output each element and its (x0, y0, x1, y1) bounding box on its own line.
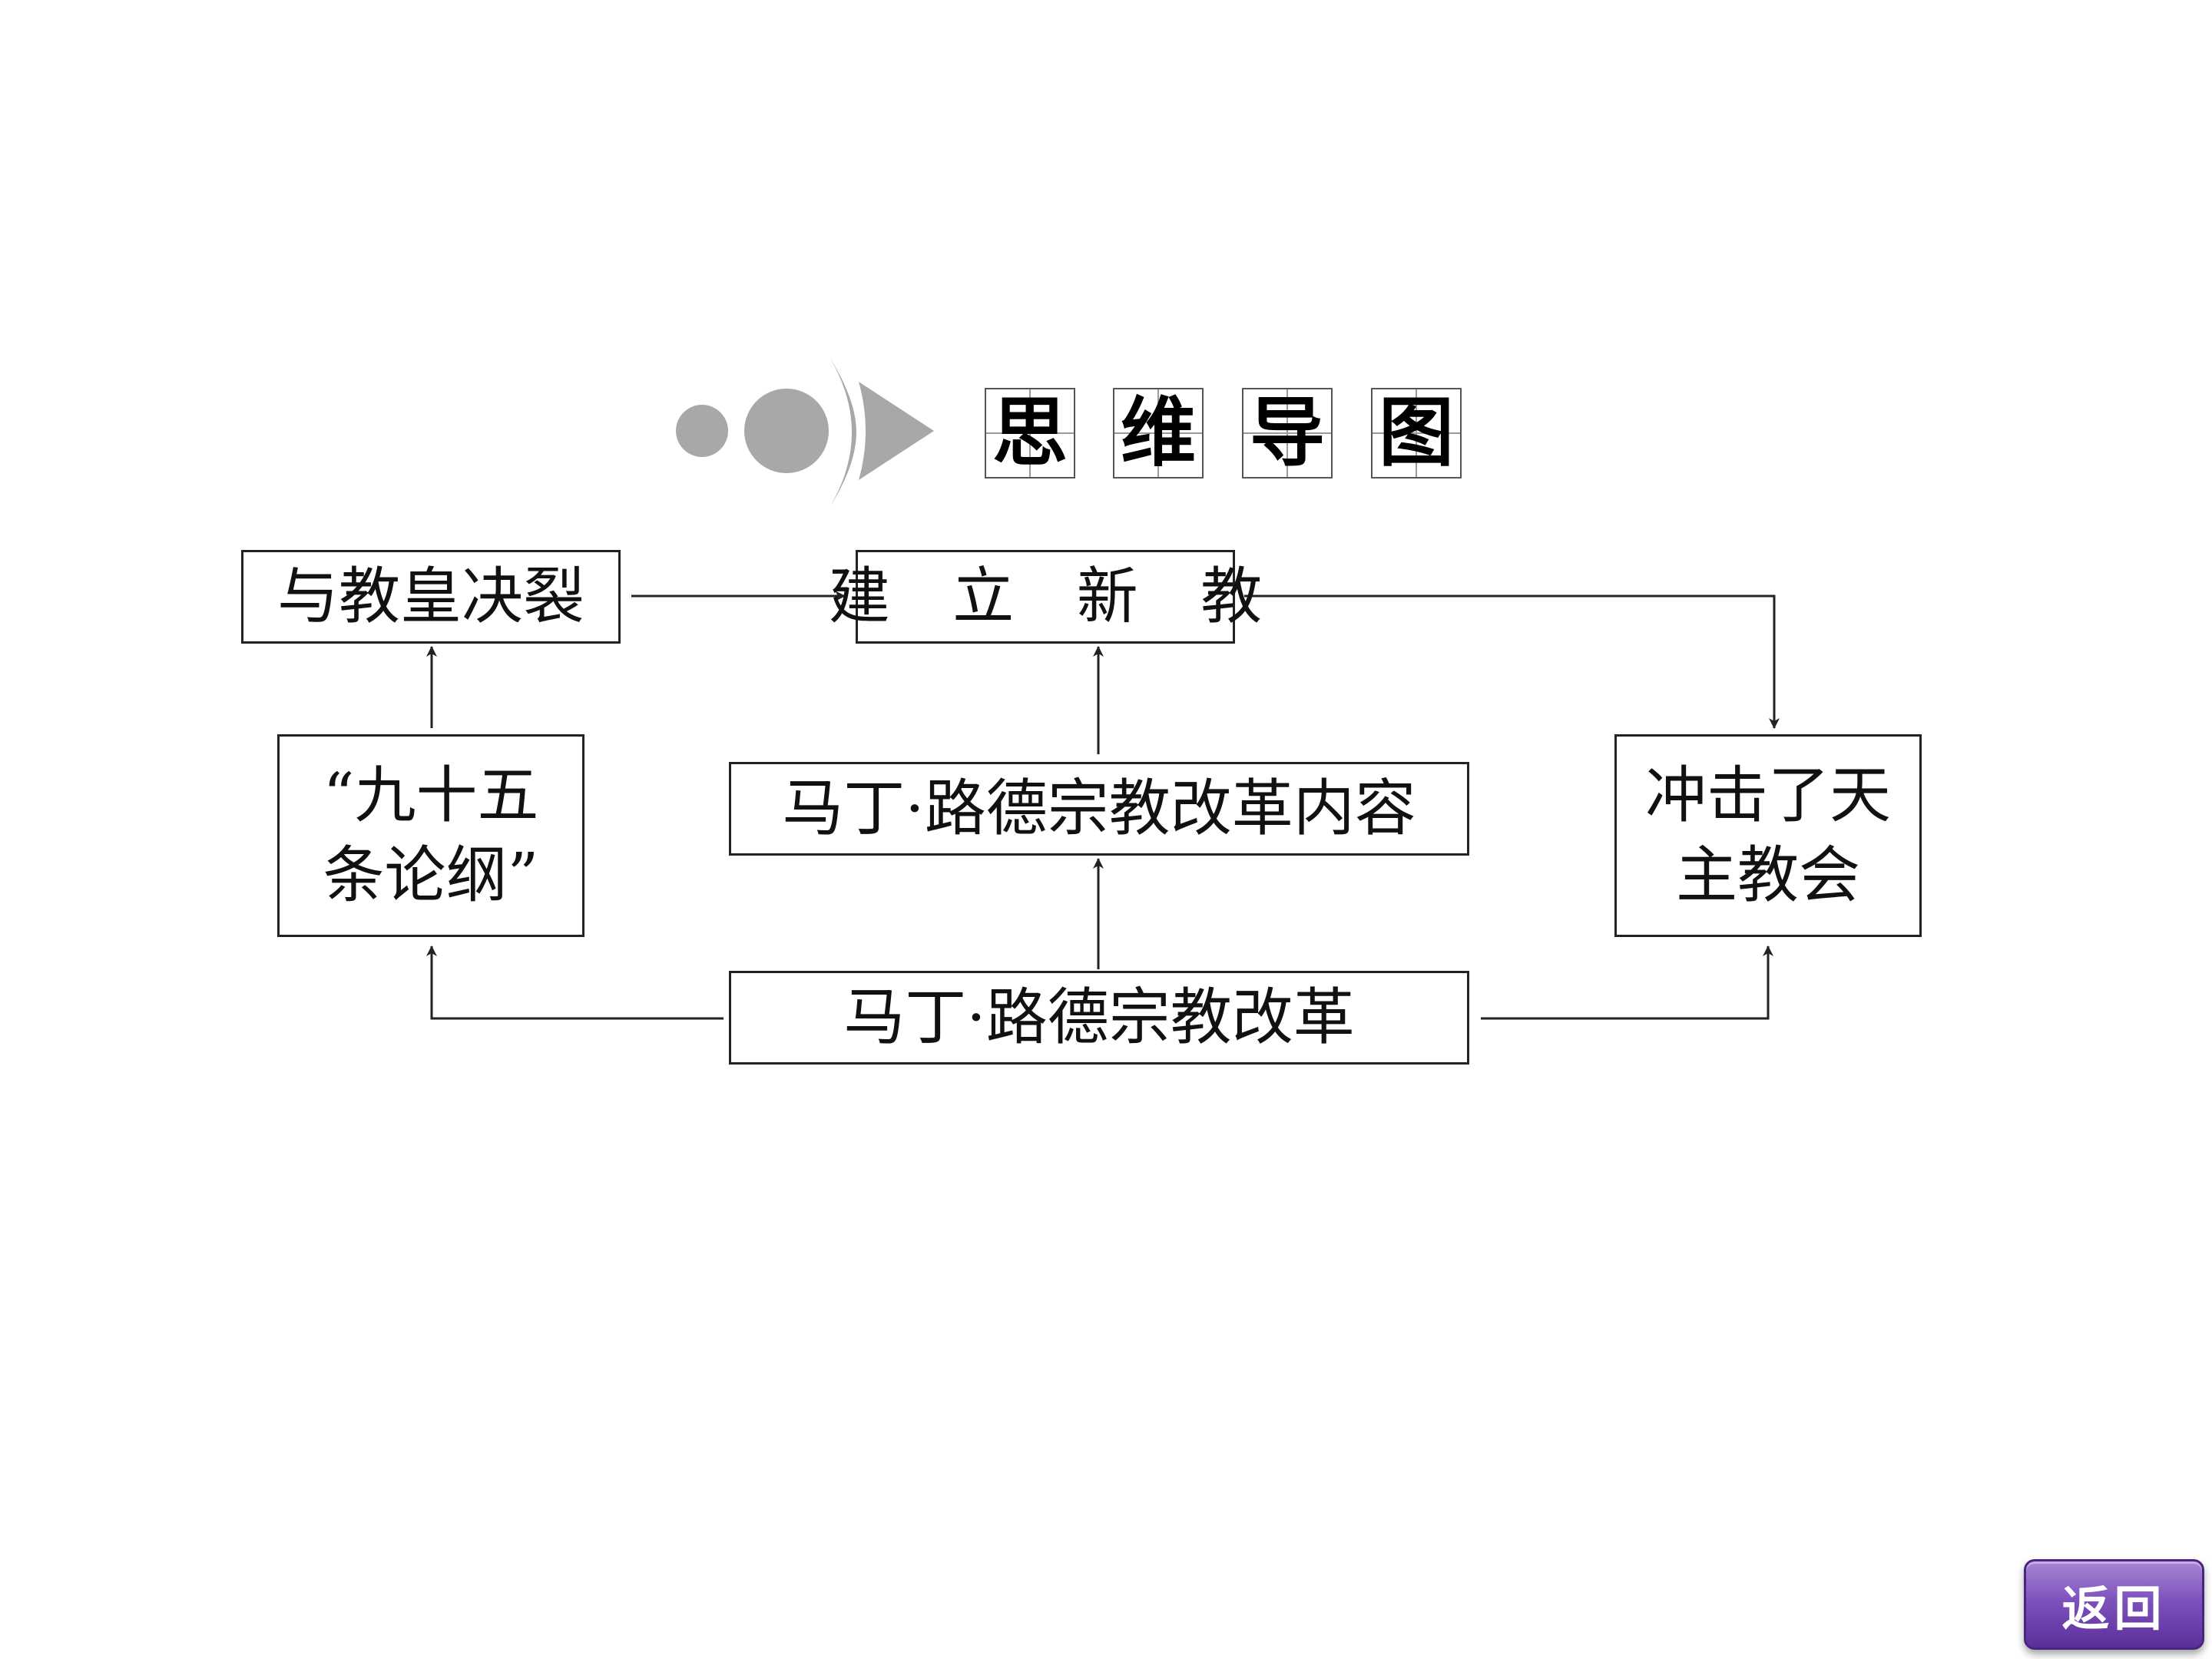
triangle-arrow-icon (859, 382, 934, 480)
large-circle-icon (744, 389, 829, 473)
node-impact-line1: 冲击了天 (1645, 760, 1891, 831)
arrow-reform-to-impact (1481, 945, 1773, 1020)
arrow-newchurch-to-impact (1244, 594, 1780, 729)
node-impact-catholic-church: 冲击了天 主教会 (1614, 734, 1922, 937)
node-reform-content: 马丁·路德宗教改革内容 (729, 762, 1469, 856)
title-char-2: 维 (1113, 388, 1204, 478)
title-char-1: 思 (985, 388, 1075, 478)
back-button[interactable]: 返回 (2024, 1559, 2204, 1650)
header-decoration (676, 357, 934, 508)
node-impact-line2: 主教会 (1676, 839, 1860, 911)
title-char-4: 图 (1371, 388, 1462, 478)
small-circle-icon (676, 405, 728, 457)
node-reform: 马丁·路德宗教改革 (729, 971, 1469, 1065)
node-theses-line2: 条论纲” (323, 839, 539, 911)
node-new-church: 建 立 新 教 (829, 550, 1262, 644)
title-char-3: 导 (1242, 388, 1333, 478)
node-theses-line1: “九十五 (323, 760, 539, 831)
crescent-arrow-icon (830, 357, 856, 508)
node-ninety-five-theses: “九十五 条论纲” (277, 734, 584, 937)
node-break-with-pope: 与教皇决裂 (241, 550, 621, 644)
arrow-reform-to-theses (426, 945, 724, 1020)
